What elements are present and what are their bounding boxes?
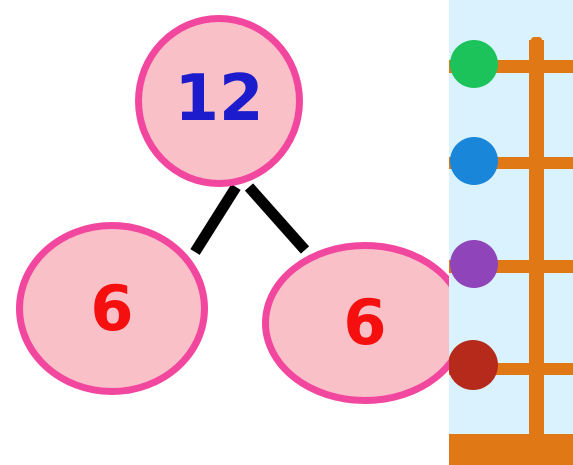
connector-right — [249, 187, 305, 250]
part-circle-left: 6 — [16, 222, 208, 395]
rack-post-cap — [531, 37, 542, 43]
bead-purple — [450, 240, 498, 288]
whole-circle: 12 — [135, 15, 303, 187]
bead-red — [449, 340, 498, 390]
connector-left — [195, 187, 236, 252]
part-number-left: 6 — [90, 278, 133, 340]
rack-post — [529, 40, 544, 445]
part-number-right: 6 — [343, 292, 386, 354]
bead-green — [450, 40, 498, 88]
rack-base — [449, 434, 573, 465]
bead-blue — [450, 137, 498, 185]
whole-number: 12 — [174, 67, 263, 131]
part-circle-right: 6 — [262, 242, 468, 404]
bead-rack-panel — [449, 0, 573, 465]
